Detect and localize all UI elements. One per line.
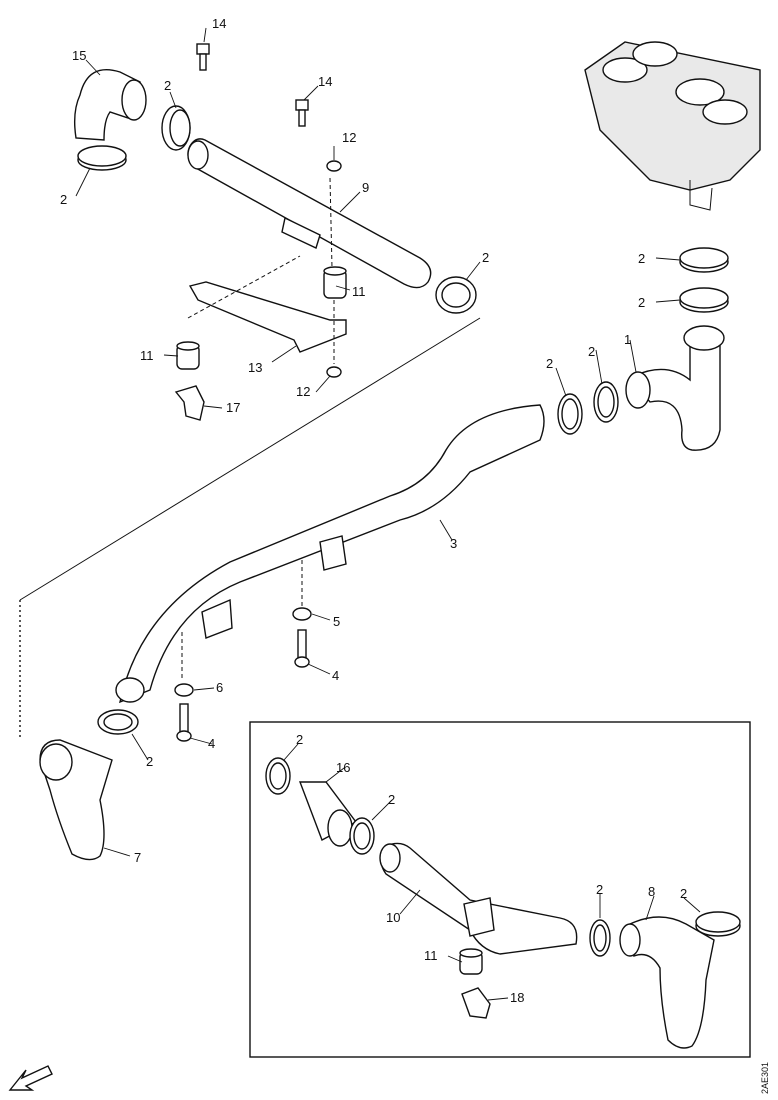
clamp-2-elbow1-side <box>593 381 619 423</box>
callout-2: 2 <box>164 78 171 93</box>
clamp-2-inset-left <box>265 757 291 795</box>
callout-2: 2 <box>638 295 645 310</box>
callout-5: 5 <box>333 614 340 629</box>
callout-2: 2 <box>588 344 595 359</box>
callout-8: 8 <box>648 884 655 899</box>
drawing-reference: 2AE301 <box>760 1062 770 1094</box>
elbow-8 <box>619 916 715 1049</box>
elbow-15 <box>73 68 147 141</box>
callout-2: 2 <box>596 882 603 897</box>
route-line <box>19 317 481 601</box>
pipe-10 <box>379 842 578 955</box>
leader-lines <box>75 27 701 1001</box>
callout-11: 11 <box>140 348 154 363</box>
elbow-7 <box>39 739 113 861</box>
callout-11: 11 <box>424 948 438 963</box>
engine-block <box>584 41 761 211</box>
clamp-2-elbow1-mid <box>679 287 729 313</box>
callout-13: 13 <box>248 360 262 375</box>
washer-6 <box>174 683 194 697</box>
clamp-2-elbow1-top <box>679 247 729 273</box>
bolt-14-mid <box>295 99 309 127</box>
bolt-4-left <box>176 703 192 742</box>
washer-5 <box>292 607 312 621</box>
callout-3: 3 <box>450 536 457 551</box>
bracket-18 <box>461 987 491 1019</box>
callout-1: 1 <box>624 332 631 347</box>
dash-line-bracket <box>187 255 301 319</box>
bracket-17 <box>174 385 205 421</box>
clamp-2-inset-top <box>695 911 741 937</box>
mount-11-inset <box>459 948 483 975</box>
callout-2: 2 <box>388 792 395 807</box>
callout-12: 12 <box>342 130 356 145</box>
callout-16: 16 <box>336 760 350 775</box>
callout-2: 2 <box>680 886 687 901</box>
callout-14: 14 <box>212 16 226 31</box>
callout-7: 7 <box>134 850 141 865</box>
callout-2: 2 <box>146 754 153 769</box>
variant-inset <box>249 721 751 1058</box>
callout-17: 17 <box>226 400 240 415</box>
callout-9: 9 <box>362 180 369 195</box>
clamp-2-pipe9 <box>435 276 477 314</box>
callout-2: 2 <box>60 192 67 207</box>
clamp-2-inset-right <box>589 919 611 957</box>
callout-11: 11 <box>352 284 366 299</box>
bolt-14-top <box>196 43 210 71</box>
callout-2: 2 <box>638 251 645 266</box>
callout-6: 6 <box>216 680 223 695</box>
pipe-9 <box>187 138 432 289</box>
nut-12-lower <box>326 366 342 378</box>
dash-line-bolt <box>329 177 333 269</box>
callout-14: 14 <box>318 74 332 89</box>
pipe-3 <box>115 404 545 704</box>
callout-2: 2 <box>296 732 303 747</box>
callout-15: 15 <box>72 48 86 63</box>
hose-16 <box>298 781 358 847</box>
nut-12-upper <box>326 160 342 172</box>
mount-11-left <box>176 341 200 370</box>
clamp-2-pipe3-start <box>97 709 139 735</box>
callout-4: 4 <box>208 736 215 751</box>
callout-4: 4 <box>332 668 339 683</box>
bracket-13 <box>188 281 347 353</box>
callout-10: 10 <box>386 910 400 925</box>
direction-arrow-icon <box>8 1065 53 1091</box>
callout-2: 2 <box>546 356 553 371</box>
callout-2: 2 <box>482 250 489 265</box>
callout-12: 12 <box>296 384 310 399</box>
callout-labels: 15 2 2 14 14 12 9 2 11 11 13 12 17 2 2 2… <box>60 16 687 1005</box>
clamp-2-inset-mid <box>349 817 375 855</box>
elbow-1 <box>625 325 725 451</box>
clamp-2-top-left <box>77 145 127 171</box>
clamp-2-top-mid <box>161 105 191 151</box>
clamp-2-pipe3-end <box>557 393 583 435</box>
bolt-4-right <box>294 629 310 668</box>
mount-11-upper <box>323 266 347 299</box>
callout-18: 18 <box>510 990 524 1005</box>
